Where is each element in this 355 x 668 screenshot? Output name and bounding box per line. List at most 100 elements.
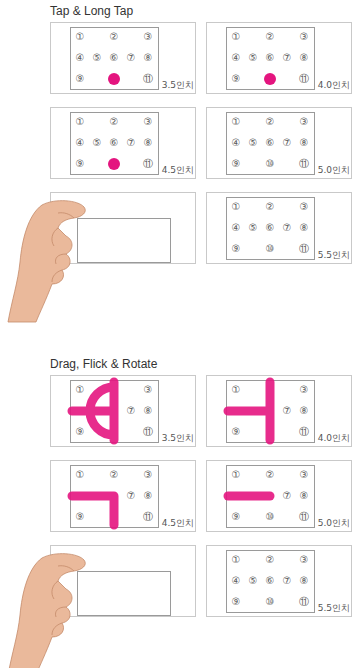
callout-number: ⑪ — [143, 74, 153, 84]
callout-number: ⑤ — [93, 138, 102, 148]
callout-number: ⑨ — [232, 74, 241, 84]
size-label: 4.0인치 — [318, 81, 350, 91]
callout-number: ② — [266, 117, 275, 127]
callout-number: ④ — [76, 53, 85, 63]
callout-number: ⑥ — [266, 223, 275, 233]
callout-number: ⑥ — [110, 53, 119, 63]
size-label: 4.5인치 — [162, 166, 194, 176]
callout-number: ① — [232, 202, 241, 212]
callout-number: ⑦ — [283, 576, 292, 586]
callout-number: ⑦ — [283, 53, 292, 63]
gesture-path — [228, 492, 270, 501]
callout-number: ⑨ — [76, 512, 85, 522]
screen-panel: ①③⑦⑧⑨⑪3.5인치 — [50, 375, 196, 447]
tap-point — [108, 73, 120, 85]
callout-number: ⑨ — [76, 74, 85, 84]
callout-number: ⑥ — [266, 576, 275, 586]
callout-number: ③ — [300, 385, 309, 395]
callout-number: ① — [232, 470, 241, 480]
size-label: 5.5인치 — [318, 604, 350, 614]
callout-number: ⑪ — [299, 74, 309, 84]
callout-number: ⑪ — [299, 244, 309, 254]
size-label: 5.0인치 — [318, 519, 350, 529]
callout-number: ⑦ — [283, 406, 292, 416]
callout-number: ② — [266, 202, 275, 212]
callout-number: ② — [266, 555, 275, 565]
callout-number: ⑪ — [299, 512, 309, 522]
callout-number: ⑨ — [232, 244, 241, 254]
callout-number: ⑪ — [299, 597, 309, 607]
callout-number: ① — [232, 385, 241, 395]
callout-number: ③ — [300, 117, 309, 127]
gesture-path — [72, 496, 114, 525]
callout-number: ③ — [144, 385, 153, 395]
callout-number: ② — [266, 32, 275, 42]
callout-number: ① — [76, 470, 85, 480]
callout-number: ⑩ — [266, 159, 275, 169]
callout-number: ⑪ — [143, 512, 153, 522]
screen-panel: ①②③④⑤⑥⑦⑧⑨⑩⑪5.0인치 — [206, 107, 352, 179]
callout-number: ⑨ — [76, 427, 85, 437]
callout-number: ⑧ — [144, 138, 153, 148]
callout-number: ③ — [300, 555, 309, 565]
tap-point — [264, 73, 276, 85]
screen-panel: ①③⑦⑧⑨⑪4.0인치 — [206, 375, 352, 447]
callout-number: ③ — [300, 470, 309, 480]
callout-number: ⑨ — [232, 512, 241, 522]
section-heading: Tap & Long Tap — [50, 4, 133, 18]
callout-number: ⑩ — [266, 597, 275, 607]
callout-number: ⑩ — [266, 244, 275, 254]
screen-panel: ①②③④⑤⑥⑦⑧⑨⑪4.5인치 — [50, 107, 196, 179]
callout-number: ⑨ — [76, 159, 85, 169]
callout-number: ⑧ — [300, 223, 309, 233]
callout-number: ② — [110, 470, 119, 480]
callout-number: ① — [76, 117, 85, 127]
callout-number: ② — [110, 32, 119, 42]
callout-number: ③ — [144, 470, 153, 480]
callout-number: ⑦ — [127, 406, 136, 416]
screen-panel: ①②③⑦⑧⑨⑪4.5인치 — [50, 460, 196, 532]
callout-number: ⑦ — [127, 491, 136, 501]
callout-number: ⑧ — [300, 576, 309, 586]
callout-number: ⑥ — [110, 138, 119, 148]
callout-number: ⑧ — [300, 491, 309, 501]
callout-number: ⑥ — [266, 53, 275, 63]
callout-number: ⑥ — [266, 138, 275, 148]
callout-number: ⑧ — [300, 138, 309, 148]
callout-number: ④ — [232, 576, 241, 586]
callout-number: ⑤ — [249, 138, 258, 148]
callout-number: ⑦ — [283, 138, 292, 148]
size-label: 3.5인치 — [162, 434, 194, 444]
callout-number: ① — [76, 32, 85, 42]
callout-number: ④ — [76, 138, 85, 148]
screen-panel: ①②③④⑤⑥⑦⑧⑨⑩⑪5.5인치 — [206, 545, 352, 617]
callout-number: ③ — [144, 32, 153, 42]
callout-number: ③ — [300, 202, 309, 212]
callout-number: ⑦ — [127, 53, 136, 63]
screen-panel: ①②③④⑤⑥⑦⑧⑨⑩⑪5.5인치 — [206, 192, 352, 264]
callout-number: ⑤ — [93, 53, 102, 63]
size-label: 5.5인치 — [318, 251, 350, 261]
callout-number: ⑨ — [232, 427, 241, 437]
tap-point — [108, 158, 120, 170]
callout-number: ⑦ — [127, 138, 136, 148]
callout-number: ③ — [300, 32, 309, 42]
callout-number: ① — [232, 32, 241, 42]
gesture-path — [228, 382, 270, 440]
gesture-path — [72, 382, 114, 440]
callout-number: ⑦ — [283, 491, 292, 501]
screen-panel: ①②③⑦⑧⑨⑩⑪5.0인치 — [206, 460, 352, 532]
callout-number: ⑪ — [143, 159, 153, 169]
callout-number: ⑨ — [232, 159, 241, 169]
callout-number: ⑩ — [266, 512, 275, 522]
callout-number: ⑦ — [283, 223, 292, 233]
size-label: 5.0인치 — [318, 166, 350, 176]
callout-number: ⑨ — [232, 597, 241, 607]
callout-number: ⑧ — [300, 53, 309, 63]
section-heading: Drag, Flick & Rotate — [50, 357, 157, 371]
callout-number: ① — [232, 117, 241, 127]
callout-number: ⑪ — [299, 427, 309, 437]
callout-number: ④ — [232, 223, 241, 233]
callout-number: ⑤ — [249, 576, 258, 586]
